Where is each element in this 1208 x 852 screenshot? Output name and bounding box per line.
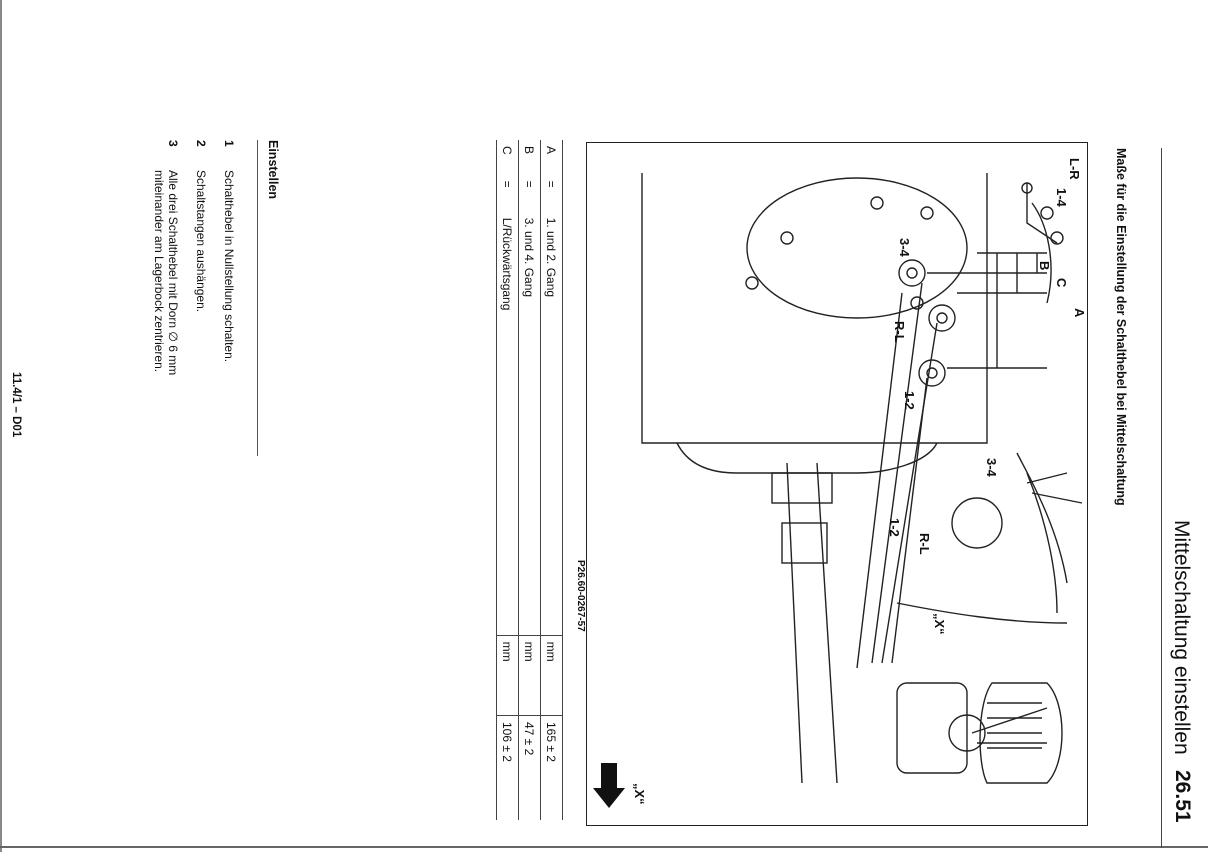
step-item: 1 Schalthebel in Nullstellung schalten. (220, 140, 236, 460)
view-x-arrow (593, 763, 625, 808)
shift-rod-2 (881, 322, 938, 664)
label-r-l-detail: R-L (917, 533, 932, 555)
lever-pivot-12 (918, 359, 946, 387)
dim-unit: mm (540, 635, 563, 716)
section-title: Einstellen (266, 140, 280, 200)
dim-eq: = (518, 174, 541, 212)
shift-linkage-figure: L-R 1-4 3-4 R-L 1-2 A B C 3-4 R-L 1-2 „X… (586, 142, 1088, 826)
dim-value: 47 ± 2 (518, 715, 541, 820)
step-text: Schaltstangen aushängen. (194, 170, 208, 313)
gearbox-housing (641, 173, 988, 444)
shift-rod-1 (871, 282, 923, 664)
gear-stick (971, 707, 1048, 744)
table-row: C = L/Rückwärtsgang mm 106 ± 2 (496, 140, 519, 820)
dim-unit: mm (496, 635, 519, 716)
step-text: Schalthebel in Nullstellung schalten. (222, 170, 236, 363)
step-number: 1 (222, 140, 236, 147)
page-footer: 11.4/1 – D01 (10, 372, 22, 438)
dim-key: A (540, 140, 563, 175)
dim-label: 1. und 2. Gang (540, 211, 563, 636)
dim-value: 165 ± 2 (540, 715, 563, 820)
label-1-2-detail: 1-2 (887, 518, 902, 537)
step-text: Alle drei Schalthebel mit Dorn ∅ 6 mm mi… (152, 170, 180, 376)
lever-mount (896, 682, 968, 774)
scan-edge-bottom (0, 846, 1208, 848)
label-dim-c: C (1054, 278, 1069, 288)
shift-rod-3 (891, 377, 928, 664)
driveshaft (786, 462, 838, 784)
page-title: Mittelschaltung einstellen (1170, 520, 1193, 755)
label-1-4: 1-4 (1054, 188, 1069, 207)
section-rule (257, 140, 258, 456)
label-lr: L-R (1067, 158, 1082, 180)
table-row: A = 1. und 2. Gang mm 165 ± 2 (540, 140, 563, 820)
dim-key: B (518, 140, 541, 175)
dim-value: 106 ± 2 (496, 715, 519, 820)
dim-label: L/Rückwärtsgang (496, 211, 519, 636)
dimension-table: A = 1. und 2. Gang mm 165 ± 2 B = 3. und… (496, 140, 563, 820)
label-x-arrow: „X“ (632, 783, 647, 805)
step-item: 3 Alle drei Schalthebel mit Dorn ∅ 6 mm … (148, 140, 180, 460)
table-row: B = 3. und 4. Gang mm 47 ± 2 (518, 140, 541, 820)
step-number: 3 (166, 140, 180, 147)
lever-cluster-outline (746, 177, 968, 319)
label-dim-a: A (1072, 308, 1087, 318)
label-3-4-detail: 3-4 (984, 458, 999, 477)
section-number: 26.51 (1171, 770, 1194, 823)
label-r-l: R-L (892, 321, 907, 343)
label-x-detail: „X“ (932, 613, 947, 635)
label-3-4: 3-4 (897, 238, 912, 257)
dim-eq: = (540, 174, 563, 212)
label-1-2: 1-2 (902, 391, 917, 410)
detail-bore (951, 497, 1003, 549)
linkage-drawing (593, 173, 1083, 808)
dim-eq: = (496, 174, 519, 212)
label-dim-b: B (1037, 261, 1052, 271)
dim-label: 3. und 4. Gang (518, 211, 541, 636)
scan-edge-left (0, 0, 2, 852)
step-number: 2 (194, 140, 208, 147)
step-item: 2 Schaltstangen aushängen. (192, 140, 208, 460)
lever-pivot-rl (928, 304, 956, 332)
header-rule (1161, 148, 1162, 848)
figure-heading: Maße für die Einstellung der Schalthebel… (1114, 148, 1128, 506)
lever-pivot-34 (898, 259, 926, 287)
figure-code: P26.60-0267-57 (575, 560, 586, 632)
dim-unit: mm (518, 635, 541, 716)
dim-key: C (496, 140, 519, 175)
